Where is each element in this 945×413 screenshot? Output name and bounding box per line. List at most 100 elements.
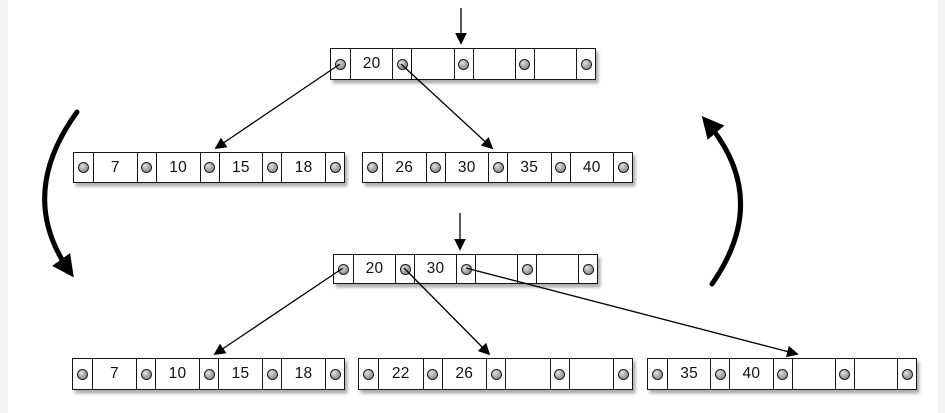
pointer-dot xyxy=(338,263,349,275)
pointer-cell xyxy=(613,359,632,389)
pointer-cell xyxy=(73,359,92,389)
key-cell: 15 xyxy=(218,359,262,389)
pointer-dot xyxy=(266,368,278,380)
pointer-cell xyxy=(422,359,442,389)
pointer-cell xyxy=(772,359,792,389)
key-cell: 10 xyxy=(155,359,199,389)
pointer-dot xyxy=(427,368,438,380)
pointer-dot xyxy=(617,368,629,380)
pointer-cell xyxy=(550,153,570,182)
pointer-cell xyxy=(359,359,378,389)
pointer-cell xyxy=(549,359,569,389)
key-cell: 26 xyxy=(382,153,426,182)
pointer-cell xyxy=(486,359,505,389)
pointer-cell xyxy=(613,153,632,182)
node-root-after: 20 30 xyxy=(333,254,598,284)
pointer-cell xyxy=(897,359,916,389)
pointer-dot xyxy=(396,58,408,70)
pointer-dot xyxy=(555,162,566,173)
pointer-cell xyxy=(199,359,218,389)
key-cell xyxy=(472,49,515,79)
pointer-cell xyxy=(199,153,219,182)
pointer-cell xyxy=(710,359,729,389)
key-cell xyxy=(791,359,835,389)
pointer-dot xyxy=(204,162,215,173)
pointer-dot xyxy=(335,58,346,70)
pointer-dot xyxy=(490,368,502,380)
pointer-cell xyxy=(136,153,156,182)
pointer-dot xyxy=(582,263,594,275)
key-cell: 40 xyxy=(729,359,772,389)
key-cell: 10 xyxy=(155,153,200,182)
pointer-dot xyxy=(363,368,374,380)
key-cell xyxy=(853,359,897,389)
cycle-arrow-right-icon xyxy=(701,115,743,287)
pointer-cell xyxy=(578,255,597,283)
pointer-dot xyxy=(140,368,152,380)
pointer-cell xyxy=(517,255,536,283)
key-cell xyxy=(536,255,578,283)
pointer-dot xyxy=(78,162,89,173)
pointer-dot xyxy=(141,162,153,173)
pointer-cell xyxy=(648,359,667,389)
pointer-cell xyxy=(325,153,344,182)
key-cell: 18 xyxy=(281,153,325,182)
key-cell: 30 xyxy=(414,255,456,283)
key-cell xyxy=(533,49,576,79)
node-leaf-after-2: 35 40 xyxy=(647,358,917,390)
pointer-dot xyxy=(460,263,472,275)
pointer-cell xyxy=(74,153,93,182)
pointer-cell xyxy=(425,153,445,182)
cycle-arrow-left-icon xyxy=(42,109,80,278)
key-cell: 35 xyxy=(507,153,551,182)
pointer-cell xyxy=(456,255,475,283)
pointer-dot xyxy=(430,162,441,173)
key-cell: 30 xyxy=(444,153,489,182)
pointer-cell xyxy=(488,153,507,182)
key-cell: 7 xyxy=(93,153,137,182)
pointer-dot xyxy=(839,368,851,380)
pointer-cell xyxy=(576,49,595,79)
pointer-dot xyxy=(580,58,592,70)
pointer-dot xyxy=(367,162,378,173)
key-cell xyxy=(411,49,453,79)
pointer-dot xyxy=(492,162,504,173)
pointer-dot xyxy=(203,368,215,380)
pointer-dot xyxy=(652,368,663,380)
pointer-cell xyxy=(262,153,281,182)
key-cell: 7 xyxy=(92,359,136,389)
pointer-dot xyxy=(617,162,629,173)
pointer-cell xyxy=(136,359,155,389)
pointer-dot xyxy=(521,263,533,275)
node-leaf-after-0: 7 10 15 18 xyxy=(72,358,345,390)
pointer-cell xyxy=(392,49,411,79)
pointer-cell xyxy=(325,359,344,389)
node-leaf-after-1: 22 26 xyxy=(358,358,633,390)
pointer-dot xyxy=(399,263,411,275)
key-cell: 20 xyxy=(350,49,392,79)
pointer-dot xyxy=(329,368,341,380)
pointer-dot xyxy=(77,368,88,380)
node-leaf-before-0: 7 10 15 18 xyxy=(73,152,345,183)
key-cell xyxy=(475,255,517,283)
pointer-dot xyxy=(519,58,531,70)
pointer-dot xyxy=(266,162,278,173)
pointer-cell xyxy=(453,49,473,79)
pointer-cell xyxy=(514,49,534,79)
key-cell: 40 xyxy=(569,153,614,182)
key-cell: 22 xyxy=(378,359,423,389)
node-root-before: 20 xyxy=(330,48,596,80)
pointer-dot xyxy=(329,162,341,173)
pointer-cell xyxy=(334,255,353,283)
pointer-dot xyxy=(554,368,565,380)
key-cell: 15 xyxy=(218,153,263,182)
pointer-dot xyxy=(458,58,469,70)
pointer-dot xyxy=(714,368,726,380)
node-leaf-before-1: 26 30 35 40 xyxy=(362,152,633,183)
child-link-arrow-before-0 xyxy=(214,63,341,149)
key-cell: 20 xyxy=(353,255,395,283)
key-cell xyxy=(505,359,550,389)
key-cell: 35 xyxy=(667,359,710,389)
child-link-arrow-after-0 xyxy=(213,267,344,355)
